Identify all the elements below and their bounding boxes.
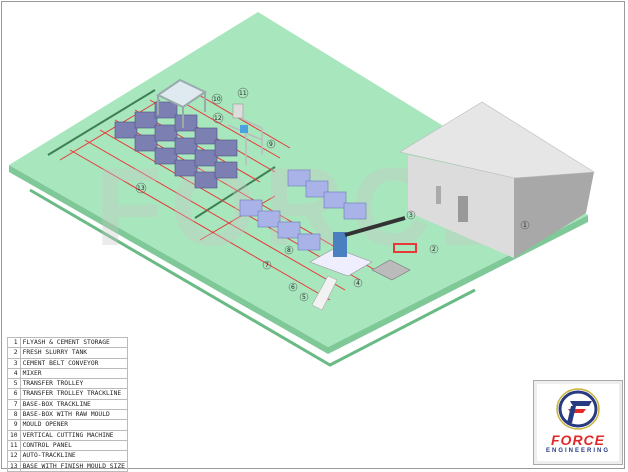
stairs [311,275,338,311]
curb [29,188,476,367]
vertical-cutting-machine [156,78,207,128]
fresh-slurry-tank [371,259,411,281]
callout-2: 2 [429,244,439,254]
storage-building [399,101,595,258]
mixer [333,232,347,257]
svg-text:10: 10 [213,96,221,103]
callouts: 1 2 3 4 5 6 7 8 9 10 11 12 13 [135,87,530,302]
callout-1: 1 [520,220,530,230]
logo-tagline: ENGINEERING [545,448,610,454]
callout-9: 9 [266,139,276,149]
callout-5: 5 [299,292,309,302]
callout-6: 6 [288,282,298,292]
callout-4: 4 [353,278,363,288]
callout-10: 10 [211,93,223,105]
logo-emblem-icon [556,388,600,430]
svg-text:3: 3 [409,212,413,219]
cement-belt-conveyor [344,216,406,237]
finished-mould-stacks [114,101,238,189]
raw-mould-boxes [239,169,367,251]
callout-8: 8 [284,245,294,255]
svg-text:6: 6 [291,284,295,291]
svg-text:5: 5 [302,294,306,301]
company-logo: FORCE ENGINEERING [533,380,623,465]
curb [47,89,156,156]
control-panel [232,103,244,119]
svg-text:7: 7 [265,262,269,269]
callout-12: 12 [212,112,224,124]
slurry-frame [393,243,417,253]
svg-text:12: 12 [214,115,222,122]
callout-3: 3 [406,210,416,220]
callout-13: 13 [135,182,147,194]
mould-opener [227,117,263,165]
svg-text:2: 2 [432,246,436,253]
svg-text:11: 11 [239,90,247,97]
svg-text:9: 9 [269,141,273,148]
callout-7: 7 [262,260,272,270]
svg-text:13: 13 [137,185,145,192]
svg-text:8: 8 [287,247,291,254]
svg-text:4: 4 [356,280,360,287]
curb [194,166,276,219]
svg-text:1: 1 [523,222,527,229]
callout-11: 11 [237,87,249,99]
mixer-platform [309,247,373,277]
logo-name: FORCE [551,432,605,448]
